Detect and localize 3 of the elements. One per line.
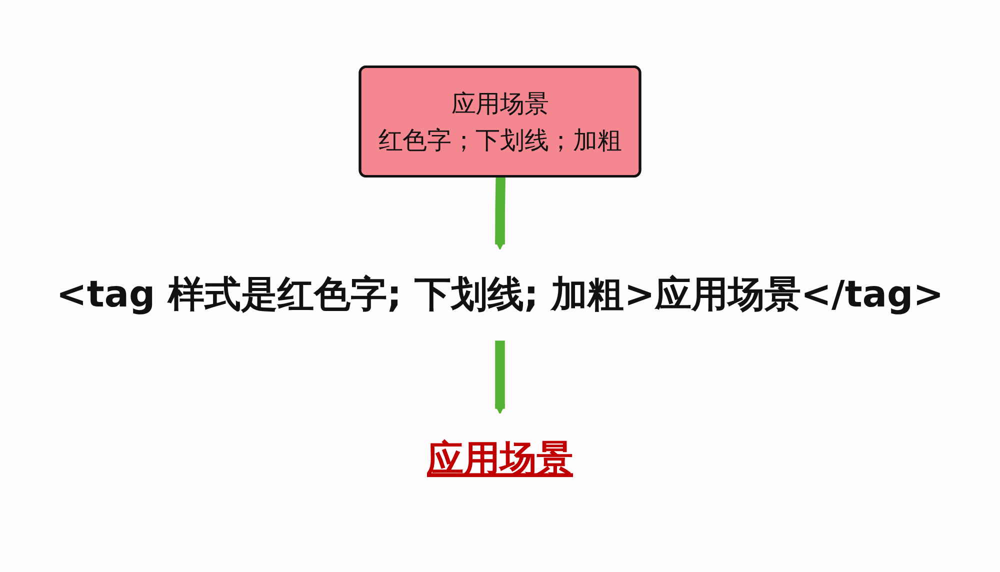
node-text: <tag 样式是红色字; 下划线; 加粗>应用场景</tag> — [56, 274, 944, 316]
arrow — [494, 176, 506, 250]
arrow — [494, 340, 506, 414]
